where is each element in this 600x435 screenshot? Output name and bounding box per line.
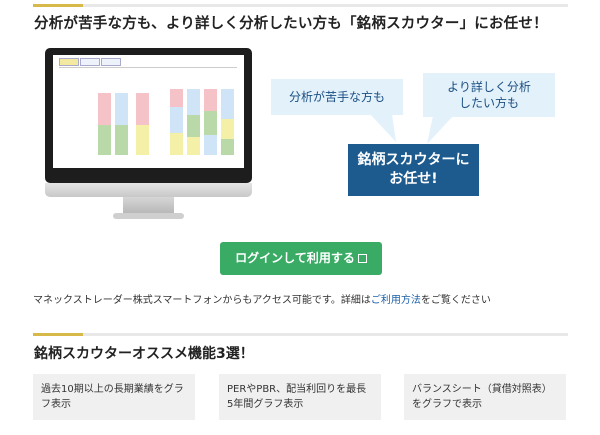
screen-bar <box>136 125 149 155</box>
scouter-callout-line2: お任せ! <box>389 171 438 187</box>
bubble-advanced: より詳しく分析 したい方も <box>423 73 555 117</box>
monitor-foot <box>113 213 184 219</box>
feature-line1: バランスシート（貸借対照表） <box>412 384 552 395</box>
page-heading: 分析が苦手な方も、より詳しく分析したい方も「銘柄スカウター」にお任せ！ <box>34 16 548 32</box>
bubble-tail-right <box>427 116 453 144</box>
scouter-callout: 銘柄スカウターに お任せ! <box>348 144 479 196</box>
external-window-icon <box>357 254 367 263</box>
feature-line2: 5年間グラフ表示 <box>227 399 304 410</box>
screen-tab-3 <box>101 58 121 66</box>
feature-line1: 過去10期以上の長期業績をグラ <box>41 384 184 395</box>
divider-accent <box>33 4 83 7</box>
features-heading: 銘柄スカウターオススメ機能3選！ <box>34 346 254 362</box>
monitor-screen <box>53 55 244 168</box>
screen-divider <box>59 67 237 68</box>
bubble-beginner: 分析が苦手な方も <box>271 79 403 115</box>
screen-tab-2 <box>80 58 100 66</box>
bubble-advanced-line1: より詳しく分析 <box>447 80 531 94</box>
monitor-stand <box>123 197 174 213</box>
usage-guide-link[interactable]: ご利用方法 <box>370 295 421 306</box>
scouter-callout-line1: 銘柄スカウターに <box>357 152 470 168</box>
monitor-frame <box>45 48 252 183</box>
screen-bar <box>98 125 111 155</box>
access-note-text-end: をご覧ください <box>420 295 491 306</box>
feature-card-long-term-performance: 過去10期以上の長期業績をグラ フ表示 <box>33 374 195 420</box>
bubble-tail-left <box>370 114 396 142</box>
monitor-chin <box>45 183 252 197</box>
screen-bar <box>115 125 128 155</box>
access-note-text: マネックストレーダー株式スマートフォンからもアクセス可能です。詳細は <box>33 295 371 306</box>
bubble-advanced-line2: したい方も <box>458 96 519 110</box>
login-button[interactable]: ログインして利用する <box>220 242 382 275</box>
screen-bar <box>204 135 217 155</box>
feature-line2: をグラフで表示 <box>412 399 482 410</box>
section-divider-features <box>33 333 568 336</box>
screen-bar <box>221 139 234 155</box>
section-divider-top <box>33 4 568 7</box>
feature-card-balance-sheet: バランスシート（貸借対照表） をグラフで表示 <box>404 374 566 420</box>
feature-line1: PERやPBR、配当利回りを最長 <box>227 384 367 395</box>
login-button-label: ログインして利用する <box>235 251 355 265</box>
screen-tab-1 <box>59 58 79 66</box>
screen-bar <box>170 133 183 155</box>
access-note: マネックストレーダー株式スマートフォンからもアクセス可能です。詳細はご利用方法を… <box>33 291 491 306</box>
screen-bar <box>187 137 200 155</box>
monitor-illustration <box>45 48 252 223</box>
feature-line2: フ表示 <box>41 399 71 410</box>
divider-accent <box>33 333 83 336</box>
feature-card-valuation-metrics: PERやPBR、配当利回りを最長 5年間グラフ表示 <box>219 374 381 420</box>
